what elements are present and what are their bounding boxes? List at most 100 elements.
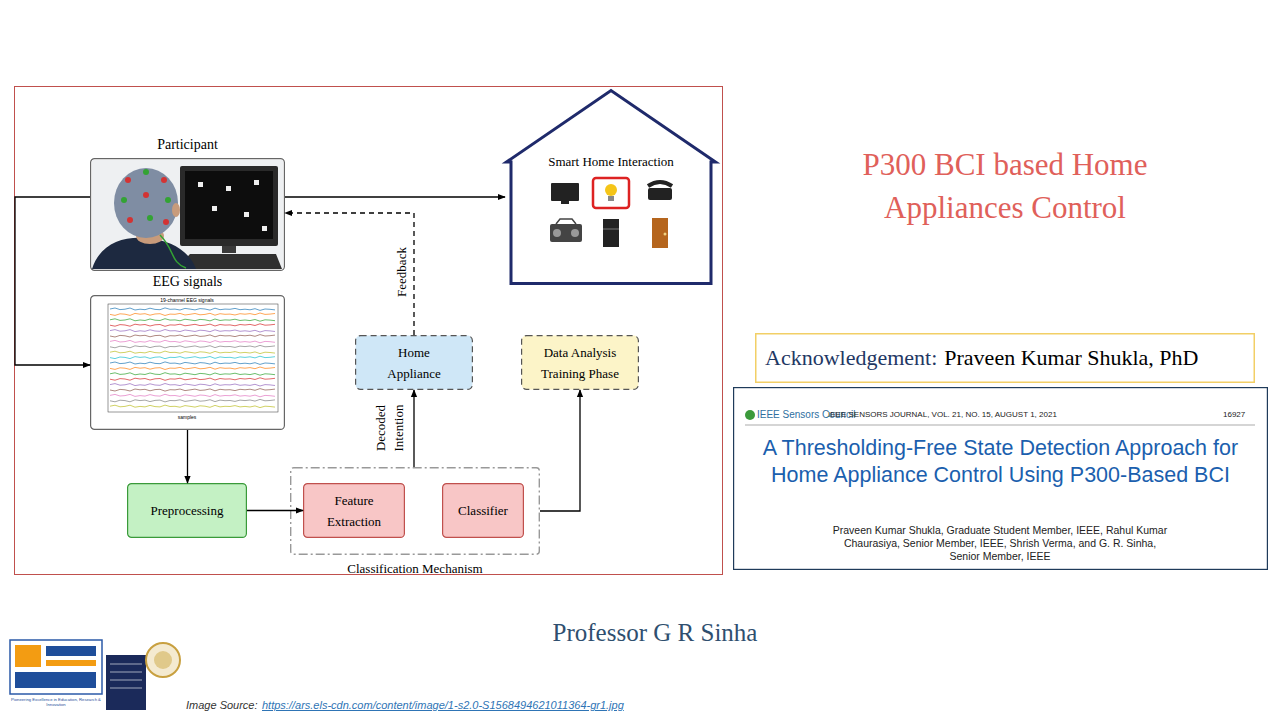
phone-handset <box>648 182 672 186</box>
box-shape <box>356 336 473 390</box>
box-outline <box>355 335 473 390</box>
acknowledgement-box: Acknowledgement:Praveen Kumar Shukla, Ph… <box>755 333 1255 383</box>
connector-arrow <box>247 510 303 511</box>
box-label: Data Analysis Training Phase <box>521 335 639 390</box>
participant-box: Participant <box>90 158 285 271</box>
plot-frame <box>108 304 278 412</box>
stimulus-square <box>212 206 217 211</box>
paper-authors: Praveen Kumar Shukla, Graduate Student M… <box>830 524 1170 563</box>
logo-tagline: Pioneering Excellence in Education, Rese… <box>6 697 106 707</box>
page-number: 16927 <box>1223 410 1245 420</box>
house-label: Smart Home Interaction <box>505 154 717 170</box>
process-box: Preprocessing <box>127 483 247 538</box>
eeg-trace <box>110 335 275 338</box>
logo-line <box>110 688 142 689</box>
radio-handle <box>556 219 576 224</box>
eeg-trace <box>110 394 275 397</box>
photo-background <box>92 160 283 269</box>
eeg-signals-box: EEG signals <box>90 295 285 430</box>
connector-arrow <box>285 213 414 335</box>
radio-speaker <box>571 229 579 237</box>
monitor <box>180 166 278 246</box>
source-label: Image Source: <box>186 699 258 713</box>
journal-header: IEEE SENSORS JOURNAL, VOL. 21, NO. 15, A… <box>828 410 1057 420</box>
electrode <box>125 177 131 183</box>
door-icon <box>652 218 668 248</box>
monitor-screen <box>185 171 273 239</box>
fridge-door-line <box>603 229 619 230</box>
logo-block <box>46 660 96 666</box>
bulb-base <box>608 196 614 201</box>
box-label: Home Appliance <box>355 335 473 390</box>
box-label: Feature Extraction <box>303 483 405 538</box>
eeg-trace <box>110 399 275 402</box>
electrode <box>121 197 127 203</box>
slide-title: P300 BCI based Home Appliances Control <box>825 143 1185 229</box>
box-shape <box>291 468 540 555</box>
tv-stand <box>561 201 569 204</box>
logo-line <box>110 664 142 665</box>
eeg-trace <box>110 384 275 387</box>
logo-block <box>15 672 96 688</box>
process-box: Home Appliance <box>355 335 473 390</box>
bulb-icon <box>605 184 617 196</box>
edge-label: Decoded Intention <box>372 393 408 463</box>
box-shape <box>91 159 285 271</box>
process-box: Classifier <box>442 483 524 538</box>
process-box: Feature Extraction <box>303 483 405 538</box>
electrode-cable <box>160 235 186 268</box>
source-url: https://ars.els-cdn.com/content/image/1-… <box>262 699 624 713</box>
process-box: Data Analysis Training Phase <box>521 335 639 390</box>
participant-ear <box>172 203 180 217</box>
connector-arrow <box>285 196 505 197</box>
participant-label: Participant <box>90 136 285 154</box>
participant-neck <box>136 228 164 244</box>
fridge-icon <box>603 219 619 247</box>
phone-icon <box>648 188 672 200</box>
stimulus-square <box>198 182 203 187</box>
selection-highlight <box>593 178 629 208</box>
paper-card: IEEE Sensors CouncilIEEE SENSORS JOURNAL… <box>733 387 1268 570</box>
house-shape <box>507 91 716 284</box>
monitor-stand <box>222 246 236 253</box>
connector-arrow <box>540 390 580 511</box>
box-label: Preprocessing <box>127 483 247 538</box>
box-shape <box>756 334 1255 383</box>
electrode <box>165 197 171 203</box>
eeg-trace <box>110 308 275 311</box>
eeg-trace <box>110 362 275 365</box>
group-box: Classification MechanismFeature Extracti… <box>290 467 540 555</box>
connector-arrow <box>187 430 188 483</box>
house-outline <box>505 88 717 285</box>
eeg-trace <box>110 378 275 381</box>
acknowledgement-heading: Acknowledgement: <box>765 344 937 372</box>
eeg-cap <box>114 168 178 238</box>
eeg-trace <box>110 389 275 392</box>
eeg-trace <box>110 373 275 376</box>
box-label: Classifier <box>442 483 524 538</box>
tv-icon <box>551 183 579 201</box>
radio-icon <box>550 224 582 242</box>
logo-emblem <box>15 645 41 667</box>
ieee-logo-mark <box>745 410 755 420</box>
eeg-trace <box>110 324 275 327</box>
logo-line <box>110 680 142 681</box>
electrode <box>161 177 167 183</box>
acknowledged-person: Praveen Kumar Shukla, PhD <box>944 344 1198 372</box>
box-outline <box>303 483 405 538</box>
eeg-trace <box>110 340 275 343</box>
connector-arrow <box>15 197 90 365</box>
group-label: Classification Mechanism <box>290 561 540 577</box>
eeg-trace <box>110 351 275 354</box>
electrode <box>143 169 149 175</box>
electrode <box>127 217 133 223</box>
anniversary-logo <box>106 655 146 710</box>
eeg-trace <box>110 356 275 359</box>
eeg-trace <box>110 345 275 348</box>
box-outline <box>90 295 285 430</box>
box-shape <box>128 484 247 538</box>
paper-title: A Thresholding-Free State Detection Appr… <box>743 435 1258 489</box>
electrode <box>143 192 149 198</box>
